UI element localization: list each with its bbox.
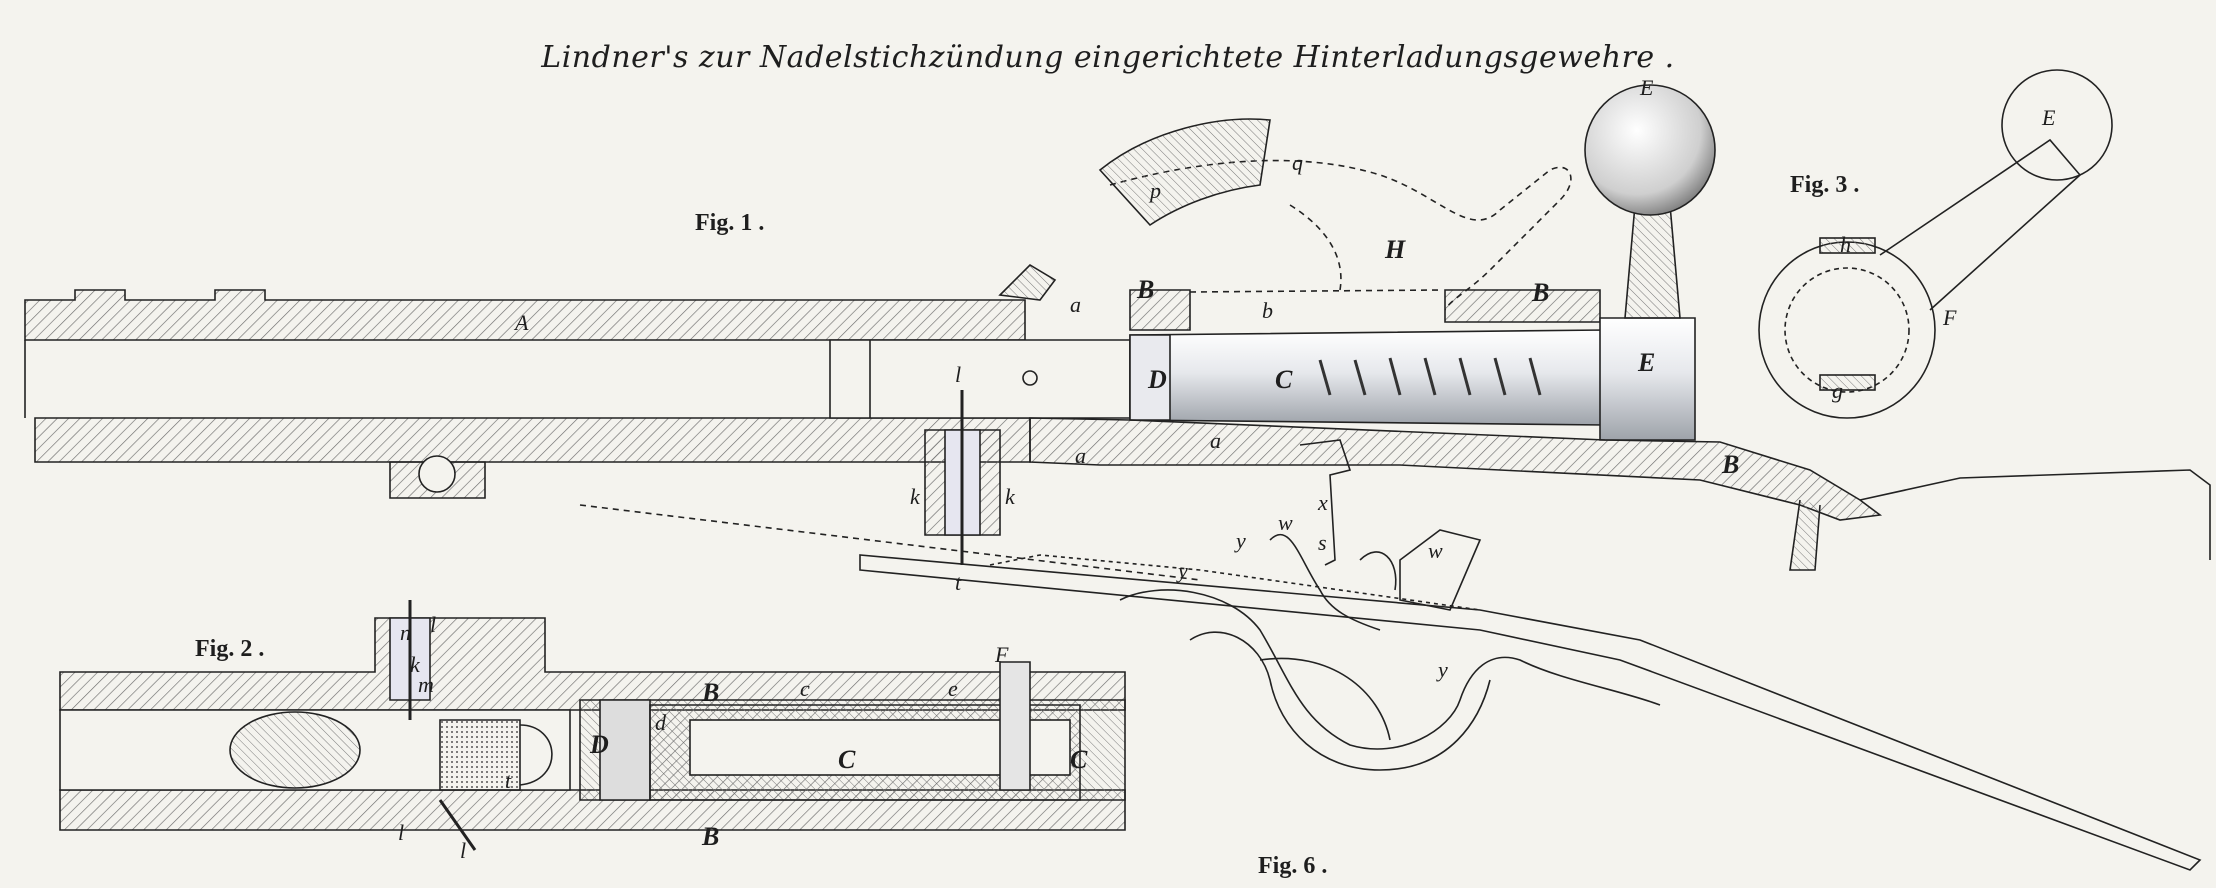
label-B-fig1-rear: B bbox=[1532, 278, 1550, 307]
fig1-drawing bbox=[24, 84, 2211, 871]
label-l-fig2-right: l bbox=[460, 838, 467, 863]
label-w-upper: w bbox=[1278, 510, 1293, 535]
label-x: x bbox=[1318, 490, 1328, 515]
label-F-fig3: F bbox=[1943, 305, 1957, 330]
bolt-body bbox=[1599, 317, 1696, 441]
fig3-caption: Fig. 3 . bbox=[1790, 172, 1860, 198]
label-l-fig1: l bbox=[955, 362, 962, 387]
fig3-knob bbox=[2001, 69, 2113, 181]
fig1-caption: Fig. 1 . bbox=[695, 210, 765, 236]
fig3-drawing bbox=[1758, 69, 2113, 419]
lug-hole bbox=[418, 455, 456, 493]
label-E-knob: E bbox=[1640, 75, 1654, 100]
label-l-fig2-left: l bbox=[398, 820, 405, 845]
label-l-fig2-top: l bbox=[430, 612, 437, 637]
chamber-bore bbox=[829, 339, 1131, 419]
label-q: q bbox=[1292, 150, 1303, 175]
lower-tang bbox=[859, 554, 2202, 871]
label-d-fig2: d bbox=[655, 710, 666, 735]
label-B-fig2-top: B bbox=[702, 678, 720, 707]
label-y-upper: y bbox=[1236, 528, 1246, 553]
sector-p bbox=[1098, 118, 1271, 227]
label-a-bolt: a bbox=[1210, 428, 1221, 453]
fig2-upper-wall bbox=[59, 617, 1126, 711]
label-D-fig2: D bbox=[590, 730, 609, 759]
label-C-fig1: C bbox=[1275, 365, 1293, 394]
label-y-mid: y bbox=[1178, 558, 1188, 583]
label-e-fig2: e bbox=[948, 676, 958, 701]
stock-wrist bbox=[1029, 417, 1883, 521]
bolt-handle-stem bbox=[1624, 204, 1681, 319]
label-h-fig3: h bbox=[1840, 232, 1851, 257]
label-n: n bbox=[400, 620, 411, 645]
label-B-fig1-stock: B bbox=[1722, 450, 1740, 479]
label-E-fig1: E bbox=[1638, 348, 1656, 377]
bolt-knob bbox=[1584, 84, 1716, 216]
fig2-caption: Fig. 2 . bbox=[195, 636, 265, 662]
barrel-lower-wall bbox=[34, 417, 1031, 463]
label-s: s bbox=[1318, 530, 1327, 555]
label-a-lower: a bbox=[1075, 443, 1086, 468]
label-y-lower: y bbox=[1438, 657, 1448, 682]
label-p: p bbox=[1150, 178, 1161, 203]
label-H: H bbox=[1385, 235, 1406, 264]
label-k-right: k bbox=[1005, 484, 1015, 509]
label-k-fig2: k bbox=[410, 652, 420, 677]
label-B-fig1-front: B bbox=[1137, 275, 1155, 304]
trigger-guard bbox=[1119, 589, 1661, 750]
label-E-fig3: E bbox=[2042, 105, 2056, 130]
fig2-drawing bbox=[59, 600, 1126, 851]
label-b: b bbox=[1262, 298, 1273, 323]
label-w-right: w bbox=[1428, 538, 1443, 563]
label-t-fig1: t bbox=[955, 570, 962, 595]
label-A: A bbox=[515, 310, 529, 335]
label-C-fig2-mid: C bbox=[838, 745, 856, 774]
plate-title: Lindner's zur Nadelstichzündung eingeric… bbox=[541, 40, 1675, 75]
fig3-inner-ring bbox=[1784, 267, 1910, 393]
fig3-lever-arm bbox=[1879, 138, 2082, 311]
label-k-left: k bbox=[910, 484, 920, 509]
receiver-front bbox=[1129, 289, 1191, 331]
label-F-fig2: F bbox=[995, 642, 1009, 667]
label-g-fig3: g bbox=[1832, 378, 1843, 403]
label-C-fig2-end: C bbox=[1070, 745, 1088, 774]
fig6-caption: Fig. 6 . bbox=[1258, 853, 1328, 879]
label-m: m bbox=[418, 672, 434, 697]
label-t-fig2: t bbox=[505, 768, 512, 793]
bullet bbox=[229, 711, 361, 789]
label-c-fig2: c bbox=[800, 676, 810, 701]
label-B-fig2-bottom: B bbox=[702, 822, 720, 851]
label-D-fig1: D bbox=[1148, 365, 1167, 394]
receiver-rear-block bbox=[1444, 289, 1601, 323]
label-a-upper: a bbox=[1070, 292, 1081, 317]
